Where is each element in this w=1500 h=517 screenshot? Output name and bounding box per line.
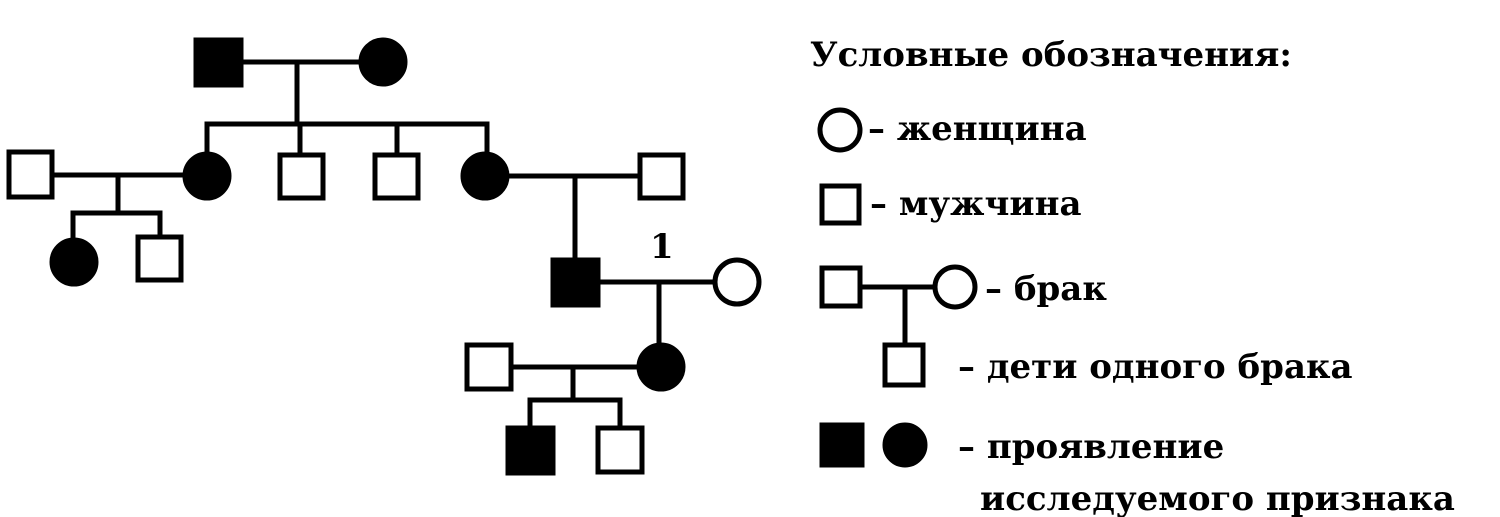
g5-son-affected-male [505, 425, 556, 476]
g2-son-2-male [372, 152, 421, 201]
g2-daughter-1-affected-female [182, 151, 232, 201]
legend-affected-male-symbol [819, 422, 865, 468]
g3-son-proband-affected-male [550, 257, 601, 308]
legend-trait-label-line2: исследуемого признака [980, 479, 1455, 517]
g3-wife-female [712, 257, 762, 307]
g3-son-left-male [135, 234, 184, 283]
g1-mother-affected-female [358, 37, 408, 87]
legend-affected-female-symbol [882, 422, 928, 468]
legend-marriage-label: – брак [985, 269, 1107, 309]
legend-child-symbol [882, 342, 926, 388]
legend: Условные обозначения: – женщина – мужчин… [810, 35, 1455, 517]
legend-woman-label: – женщина [868, 109, 1087, 149]
marriage-number-label: 1 [650, 227, 674, 267]
legend-children-label: – дети одного брака [958, 347, 1353, 387]
g4-daughter-affected-female [636, 342, 686, 392]
legend-female-symbol [817, 107, 863, 153]
legend-trait-label-line1: – проявление [958, 427, 1224, 467]
legend-marriage-female-symbol [932, 264, 978, 310]
g2-son-1-male [277, 152, 326, 201]
g4-husband-male [464, 342, 514, 392]
legend-title: Условные обозначения: [810, 35, 1292, 75]
g2-daughter-2-affected-female [460, 151, 510, 201]
legend-male-symbol [819, 183, 862, 226]
g2-husband-right-male [637, 152, 686, 201]
g5-son-healthy-male [595, 425, 645, 475]
g3-daughter-left-affected-female [49, 237, 99, 287]
legend-man-label: – мужчина [870, 184, 1082, 224]
legend-marriage-male-symbol [819, 265, 863, 309]
g2-husband-left-male [6, 149, 55, 200]
g1-father-affected-male [193, 37, 244, 88]
